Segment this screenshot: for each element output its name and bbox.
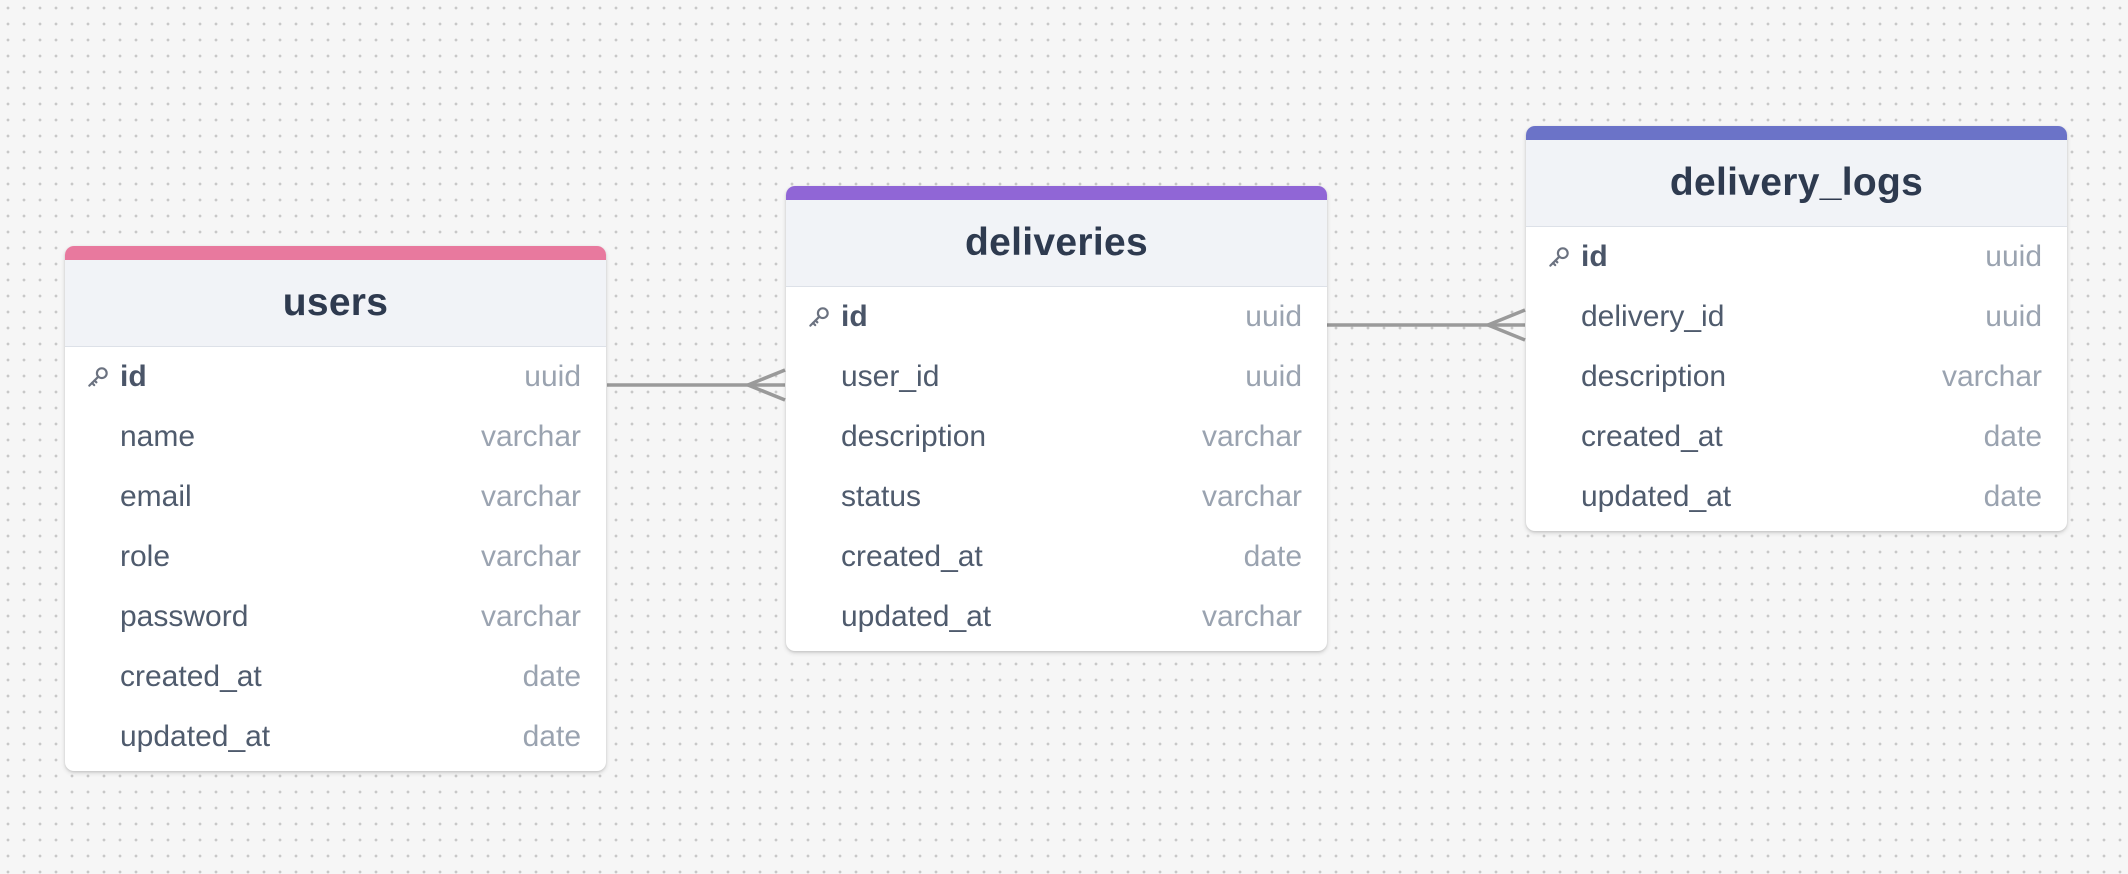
column-row-id[interactable]: id uuid bbox=[1526, 227, 2067, 287]
column-type: varchar bbox=[1201, 420, 1302, 453]
table-title: deliveries bbox=[965, 221, 1148, 264]
column-type: varchar bbox=[1201, 600, 1302, 633]
column-name: updated_at bbox=[841, 600, 992, 633]
crowfoot-upper bbox=[1487, 308, 1526, 327]
column-type: date bbox=[1983, 420, 2042, 453]
column-list: id uuid name varchar email varchar role varchar… bbox=[65, 347, 606, 771]
column-type: varchar bbox=[480, 420, 581, 453]
column-type: date bbox=[1243, 540, 1302, 573]
column-row-created-at[interactable]: created_at date bbox=[1526, 407, 2067, 467]
table-color-bar bbox=[65, 246, 606, 260]
column-row-user-id[interactable]: user_id uuid bbox=[786, 347, 1327, 407]
column-type: varchar bbox=[1941, 360, 2042, 393]
column-type: date bbox=[1983, 480, 2042, 513]
column-row-updated-at[interactable]: updated_at date bbox=[65, 707, 606, 767]
column-row-description[interactable]: description varchar bbox=[786, 407, 1327, 467]
table-header[interactable]: delivery_logs bbox=[1526, 140, 2067, 227]
column-type: date bbox=[522, 720, 581, 753]
column-row-email[interactable]: email varchar bbox=[65, 467, 606, 527]
column-row-id[interactable]: id uuid bbox=[65, 347, 606, 407]
column-type: uuid bbox=[1985, 300, 2042, 333]
table-color-bar bbox=[786, 186, 1327, 200]
key-icon bbox=[1546, 244, 1572, 270]
column-name: id bbox=[1581, 240, 1608, 273]
column-type: uuid bbox=[1245, 300, 1302, 333]
column-type: date bbox=[522, 660, 581, 693]
column-name: delivery_id bbox=[1581, 300, 1725, 333]
table-users[interactable]: users id uuid name varchar email varchar role v… bbox=[65, 246, 606, 771]
column-type: uuid bbox=[524, 360, 581, 393]
relation-users-deliveries[interactable] bbox=[607, 368, 786, 402]
table-title: delivery_logs bbox=[1669, 161, 1924, 204]
column-type: uuid bbox=[1245, 360, 1302, 393]
column-name: created_at bbox=[841, 540, 983, 573]
column-name: updated_at bbox=[1581, 480, 1732, 513]
column-name: description bbox=[1581, 360, 1727, 393]
column-name: description bbox=[841, 420, 987, 453]
column-type: varchar bbox=[480, 480, 581, 513]
column-row-created-at[interactable]: created_at date bbox=[65, 647, 606, 707]
table-delivery-logs[interactable]: delivery_logs id uuid delivery_id uuid descr… bbox=[1526, 126, 2067, 531]
column-name: status bbox=[841, 480, 922, 513]
column-type: varchar bbox=[1201, 480, 1302, 513]
column-row-description[interactable]: description varchar bbox=[1526, 347, 2067, 407]
column-row-updated-at[interactable]: updated_at varchar bbox=[786, 587, 1327, 647]
column-row-updated-at[interactable]: updated_at date bbox=[1526, 467, 2067, 527]
crowfoot-lower bbox=[747, 383, 786, 402]
table-title: users bbox=[282, 281, 389, 324]
column-name: role bbox=[120, 540, 171, 573]
column-row-delivery-id[interactable]: delivery_id uuid bbox=[1526, 287, 2067, 347]
column-type: varchar bbox=[480, 540, 581, 573]
table-color-bar bbox=[1526, 126, 2067, 140]
table-header[interactable]: deliveries bbox=[786, 200, 1327, 287]
column-name: name bbox=[120, 420, 196, 453]
column-row-name[interactable]: name varchar bbox=[65, 407, 606, 467]
table-deliveries[interactable]: deliveries id uuid user_id uuid description v… bbox=[786, 186, 1327, 651]
column-name: id bbox=[841, 300, 868, 333]
crowfoot-upper bbox=[747, 368, 786, 387]
column-name: created_at bbox=[120, 660, 262, 693]
key-icon bbox=[806, 304, 832, 330]
column-name: created_at bbox=[1581, 420, 1723, 453]
column-row-role[interactable]: role varchar bbox=[65, 527, 606, 587]
column-type: varchar bbox=[480, 600, 581, 633]
column-row-status[interactable]: status varchar bbox=[786, 467, 1327, 527]
column-name: id bbox=[120, 360, 147, 393]
column-type: uuid bbox=[1985, 240, 2042, 273]
key-icon bbox=[85, 364, 111, 390]
column-row-password[interactable]: password varchar bbox=[65, 587, 606, 647]
column-name: user_id bbox=[841, 360, 940, 393]
column-row-created-at[interactable]: created_at date bbox=[786, 527, 1327, 587]
column-name: updated_at bbox=[120, 720, 271, 753]
table-header[interactable]: users bbox=[65, 260, 606, 347]
column-name: password bbox=[120, 600, 249, 633]
column-list: id uuid delivery_id uuid description varchar c… bbox=[1526, 227, 2067, 531]
relation-deliveries-delivery-logs[interactable] bbox=[1327, 308, 1526, 342]
column-row-id[interactable]: id uuid bbox=[786, 287, 1327, 347]
column-name: email bbox=[120, 480, 192, 513]
crowfoot-lower bbox=[1487, 323, 1526, 342]
